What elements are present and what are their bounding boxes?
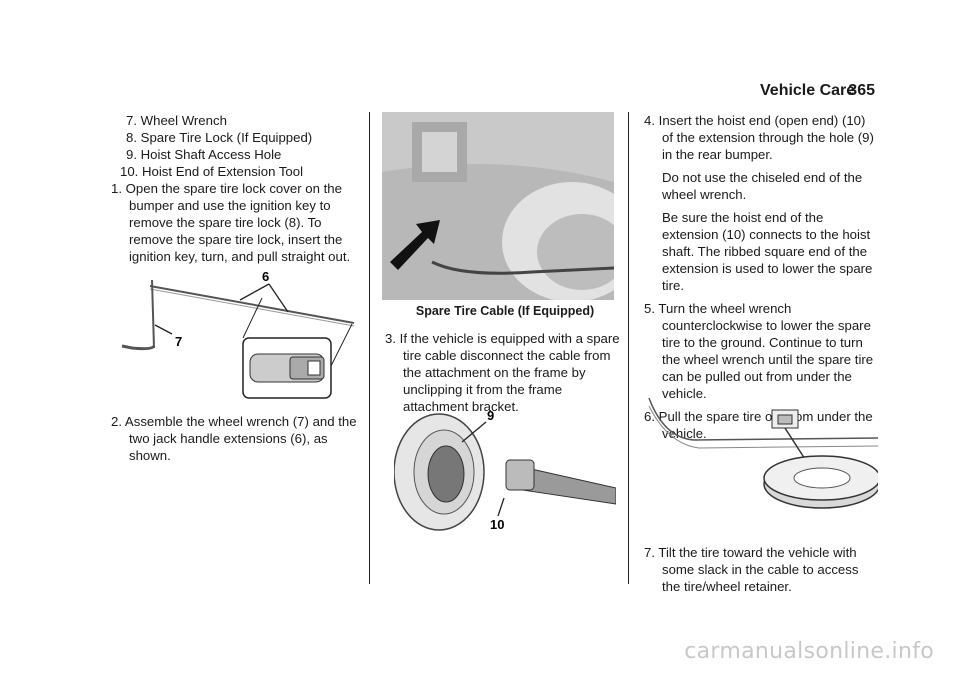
label-6: 6	[262, 269, 269, 284]
arrow-icon	[390, 220, 440, 270]
column-2: Spare Tire Cable (If Equipped) 3. If the…	[385, 303, 625, 415]
section-title: Vehicle Care	[760, 82, 856, 99]
note-1: Do not use the chiseled end of the wheel…	[662, 170, 863, 202]
step-3: 3. If the vehicle is equipped with a spa…	[385, 331, 620, 414]
step-7: 7. Tilt the tire toward the vehicle with…	[644, 545, 859, 594]
note-2: Be sure the hoist end of the extension (…	[662, 210, 873, 293]
column-divider-right	[628, 112, 629, 584]
list-item: 9. Hoist Shaft Access Hole	[126, 147, 282, 162]
figure-caption: Spare Tire Cable (If Equipped)	[415, 304, 595, 318]
step-2-block: 2. Assemble the wheel wrench (7) and the…	[111, 413, 359, 464]
step-7-block: 7. Tilt the tire toward the vehicle with…	[644, 544, 879, 595]
spare-tire-figure	[648, 398, 878, 509]
page-header: Vehicle Care 365	[760, 82, 875, 104]
hoist-access-figure: 9 10	[394, 408, 616, 532]
step-1: 1. Open the spare tire lock cover on the…	[111, 181, 351, 264]
list-item: 10. Hoist End of Extension Tool	[120, 164, 304, 179]
column-3: 4. Insert the hoist end (open end) (10) …	[644, 112, 879, 442]
list-item: 8. Spare Tire Lock (If Equipped)	[126, 130, 313, 145]
step-4: 4. Insert the hoist end (open end) (10) …	[644, 113, 874, 162]
watermark: carmanualsonline.info	[684, 639, 934, 664]
label-10: 10	[490, 517, 504, 532]
wrench-extension-figure: 6 7	[121, 269, 355, 399]
page-number: 365	[848, 82, 875, 99]
label-7: 7	[175, 334, 182, 349]
column-divider-left	[369, 112, 370, 584]
spare-tire-cable-photo	[382, 112, 614, 300]
step-5: 5. Turn the wheel wrench counterclockwis…	[644, 301, 874, 401]
label-9: 9	[487, 408, 494, 423]
column-1: 7. Wheel Wrench 8. Spare Tire Lock (If E…	[111, 112, 358, 265]
list-item: 7. Wheel Wrench	[126, 113, 227, 128]
step-2: 2. Assemble the wheel wrench (7) and the…	[111, 414, 357, 463]
